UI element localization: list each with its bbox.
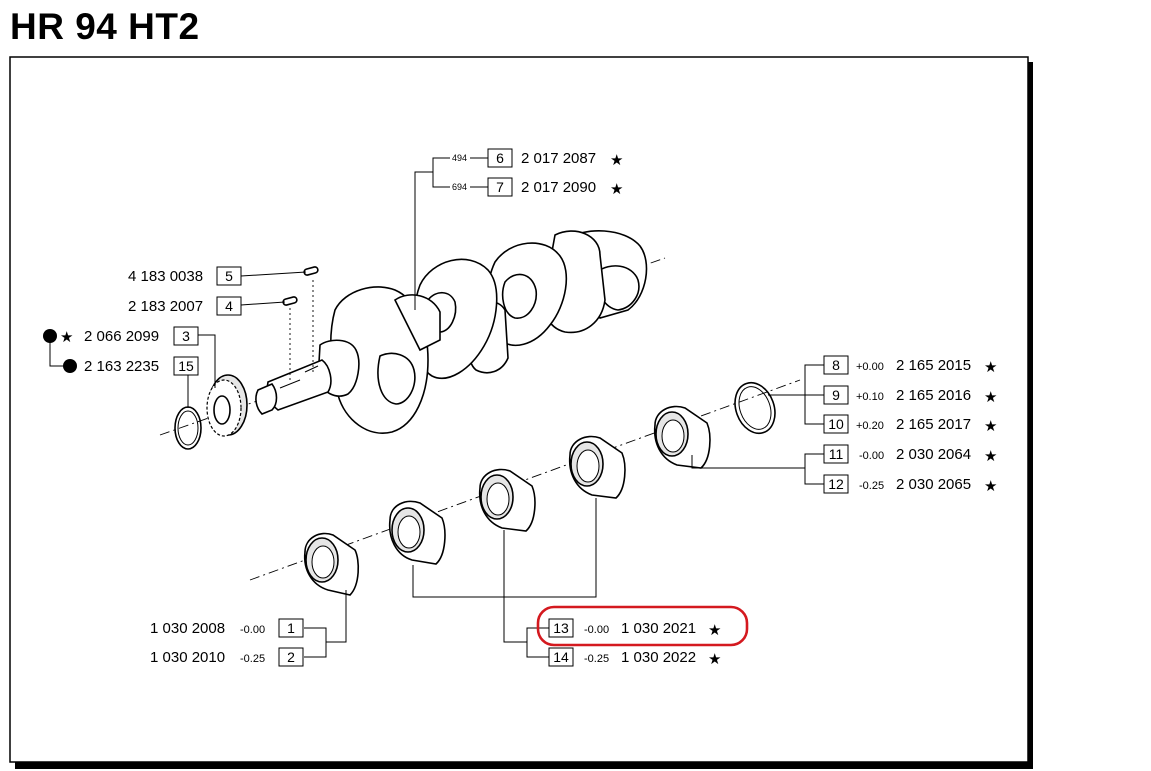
callout-8-size: +0.00 — [856, 361, 884, 373]
callout-6-part: 2 017 2087 — [521, 150, 596, 167]
callout-5[interactable]: 4 183 0038 5 — [128, 266, 242, 286]
callout-2-part: 1 030 2010 — [150, 649, 225, 666]
callout-1-part: 1 030 2008 — [150, 620, 225, 637]
thrust-ring — [734, 381, 776, 435]
callout-7-part: 2 017 2090 — [521, 179, 596, 196]
callout-12-size: -0.25 — [859, 480, 884, 492]
callout-4[interactable]: 2 183 2007 4 — [128, 296, 242, 316]
callout-11[interactable]: 11 -0.00 2 030 2064 ★ — [823, 444, 997, 465]
callout-14-size: -0.25 — [584, 653, 609, 665]
callout-6-ref: 6 — [496, 150, 504, 166]
callout-4-ref: 4 — [225, 298, 233, 314]
crankshaft-illustration — [159, 230, 666, 436]
key-4 — [282, 296, 298, 306]
callout-6-prefix: 494 — [452, 153, 467, 163]
callout-12-ref: 12 — [828, 476, 844, 492]
callout-5-part: 4 183 0038 — [128, 268, 203, 285]
callout-15[interactable]: 2 163 2235 15 — [63, 356, 199, 376]
callout-3-part: 2 066 2099 — [84, 328, 159, 345]
bullet-icon — [43, 329, 57, 343]
callout-15-ref: 15 — [178, 358, 194, 374]
callout-13-size: -0.00 — [584, 624, 609, 636]
callout-6[interactable]: 494 6 2 017 2087 ★ — [452, 148, 623, 169]
callout-10[interactable]: 10 +0.20 2 165 2017 ★ — [823, 414, 997, 435]
star-icon: ★ — [60, 329, 73, 346]
callout-9-part: 2 165 2016 — [896, 387, 971, 404]
callout-10-size: +0.20 — [856, 420, 884, 432]
callout-1-size: -0.00 — [240, 624, 265, 636]
key-5 — [303, 266, 319, 276]
star-icon: ★ — [610, 181, 623, 198]
star-icon: ★ — [984, 418, 997, 435]
callout-2-size: -0.25 — [240, 653, 265, 665]
callout-10-part: 2 165 2017 — [896, 416, 971, 433]
star-icon: ★ — [984, 478, 997, 495]
main-bearing-shell-5 — [653, 405, 711, 469]
callout-12[interactable]: 12 -0.25 2 030 2065 ★ — [823, 474, 997, 495]
bullet-icon — [63, 359, 77, 373]
star-icon: ★ — [708, 651, 721, 668]
main-bearing-shell-1 — [303, 532, 360, 596]
callout-10-ref: 10 — [828, 416, 844, 432]
callout-8-part: 2 165 2015 — [896, 357, 971, 374]
callout-11-part: 2 030 2064 — [896, 446, 971, 463]
callout-9-size: +0.10 — [856, 391, 884, 403]
callout-5-ref: 5 — [225, 268, 233, 284]
diagram-frame — [9, 56, 1033, 769]
callout-8[interactable]: 8 +0.00 2 165 2015 ★ — [823, 355, 997, 376]
callout-3-ref: 3 — [182, 328, 190, 344]
callout-8-ref: 8 — [832, 357, 840, 373]
callout-7-ref: 7 — [496, 179, 504, 195]
star-icon: ★ — [984, 359, 997, 376]
leader-lines — [49, 157, 824, 658]
star-icon: ★ — [610, 152, 623, 169]
star-icon: ★ — [984, 448, 997, 465]
star-icon: ★ — [708, 622, 721, 639]
main-bearing-shell-2 — [388, 500, 446, 565]
callout-7-prefix: 694 — [452, 182, 467, 192]
main-bearing-shell-4 — [568, 435, 626, 499]
callout-14-ref: 14 — [553, 649, 569, 665]
callout-13[interactable]: 13 -0.00 1 030 2021 ★ — [548, 618, 721, 639]
callout-15-part: 2 163 2235 — [84, 358, 159, 375]
star-icon: ★ — [984, 389, 997, 406]
callout-11-ref: 11 — [829, 446, 844, 462]
callout-13-part: 1 030 2021 — [621, 620, 696, 637]
callout-9-ref: 9 — [832, 387, 840, 403]
callout-14[interactable]: 14 -0.25 1 030 2022 ★ — [548, 647, 721, 668]
timing-gear — [206, 374, 248, 437]
page-title: HR 94 HT2 — [10, 6, 200, 47]
callout-14-part: 1 030 2022 — [621, 649, 696, 666]
callout-1[interactable]: 1 030 2008 -0.00 1 — [150, 618, 304, 638]
callout-1-ref: 1 — [287, 620, 295, 636]
main-bearing-shell-3 — [478, 468, 536, 532]
highlight-marker — [536, 605, 749, 647]
callout-3[interactable]: ★ 2 066 2099 3 — [43, 326, 199, 346]
callout-2-ref: 2 — [287, 649, 295, 665]
callout-13-ref: 13 — [553, 620, 569, 636]
callout-11-size: -0.00 — [859, 450, 884, 462]
callout-9[interactable]: 9 +0.10 2 165 2016 ★ — [823, 385, 997, 406]
callout-4-part: 2 183 2007 — [128, 298, 203, 315]
callout-2[interactable]: 1 030 2010 -0.25 2 — [150, 647, 304, 667]
callout-12-part: 2 030 2065 — [896, 476, 971, 493]
callout-7[interactable]: 694 7 2 017 2090 ★ — [452, 177, 623, 198]
